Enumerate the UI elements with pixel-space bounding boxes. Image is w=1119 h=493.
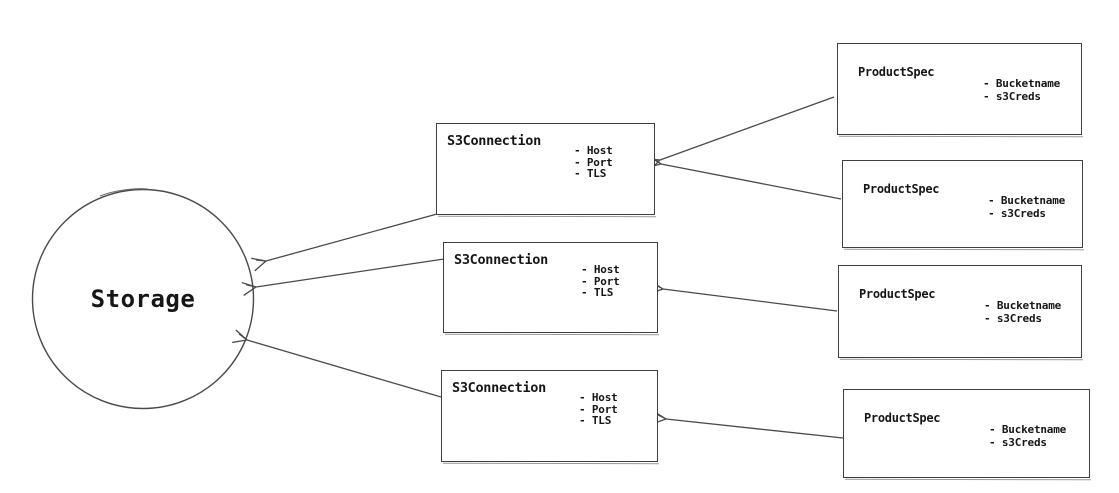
attr-bucketname: - Bucketname — [988, 194, 1066, 207]
s3connection-box-3: S3Connection - Host- Port- TLS — [441, 370, 658, 462]
s3connection-title: S3Connection — [454, 252, 548, 268]
s3connection-box-1: S3Connection - Host- Port- TLS — [436, 123, 655, 215]
productspec-title: ProductSpec — [858, 65, 935, 79]
s3connection-title: S3Connection — [452, 380, 546, 396]
arrow-s3connection2-to-storage — [241, 258, 445, 296]
productspec-attributes: - Bucketname- s3Creds — [988, 194, 1066, 220]
attr-host: - Host — [581, 263, 620, 276]
s3connection-attributes: - Host- Port- TLS — [581, 264, 620, 299]
attr-tls: - TLS — [574, 167, 607, 181]
attr-host: - Host — [579, 391, 618, 404]
productspec-title: ProductSpec — [864, 411, 941, 425]
attr-port: - Port — [581, 274, 620, 288]
s3connection-attributes: - Host- Port- TLS — [579, 392, 618, 427]
attr-host: - Host — [574, 144, 613, 157]
attr-bucketname: - Bucketname — [989, 423, 1067, 436]
productspec-attributes: - Bucketname- s3Creds — [983, 77, 1061, 103]
arrow-productspec1-to-s3connection1 — [645, 96, 835, 172]
arrow-s3connection3-to-storage — [232, 329, 442, 398]
arrow-productspec3-to-s3connection2 — [648, 280, 838, 312]
attr-s3creds: - s3Creds — [983, 89, 1041, 103]
attr-bucketname: - Bucketname — [983, 77, 1061, 90]
attr-tls: - TLS — [581, 286, 614, 300]
attr-port: - Port — [579, 402, 618, 416]
attr-s3creds: - s3Creds — [988, 206, 1046, 220]
productspec-title: ProductSpec — [859, 287, 936, 301]
productspec-box-3: ProductSpec - Bucketname- s3Creds — [838, 265, 1082, 358]
productspec-attributes: - Bucketname- s3Creds — [984, 299, 1062, 325]
productspec-box-2: ProductSpec - Bucketname- s3Creds — [842, 160, 1083, 248]
s3connection-box-2: S3Connection - Host- Port- TLS — [443, 242, 658, 333]
storage-circle-sketch-stroke — [99, 188, 149, 197]
productspec-box-4: ProductSpec - Bucketname- s3Creds — [843, 389, 1090, 478]
productspec-attributes: - Bucketname- s3Creds — [989, 423, 1067, 449]
productspec-title: ProductSpec — [863, 182, 940, 196]
attr-port: - Port — [574, 155, 613, 169]
arrow-s3connection1-to-storage — [251, 213, 438, 272]
arrow-productspec2-to-s3connection1 — [646, 154, 842, 200]
s3connection-title: S3Connection — [447, 133, 541, 149]
productspec-box-1: ProductSpec - Bucketname- s3Creds — [837, 43, 1082, 135]
storage-node-label: Storage — [90, 284, 196, 313]
attr-s3creds: - s3Creds — [984, 311, 1042, 325]
attr-tls: - TLS — [579, 414, 612, 428]
arrow-productspec4-to-s3connection3 — [651, 410, 844, 439]
attr-s3creds: - s3Creds — [989, 435, 1047, 449]
storage-node-circle — [31, 188, 255, 410]
attr-bucketname: - Bucketname — [984, 299, 1062, 312]
s3connection-attributes: - Host- Port- TLS — [574, 145, 613, 180]
